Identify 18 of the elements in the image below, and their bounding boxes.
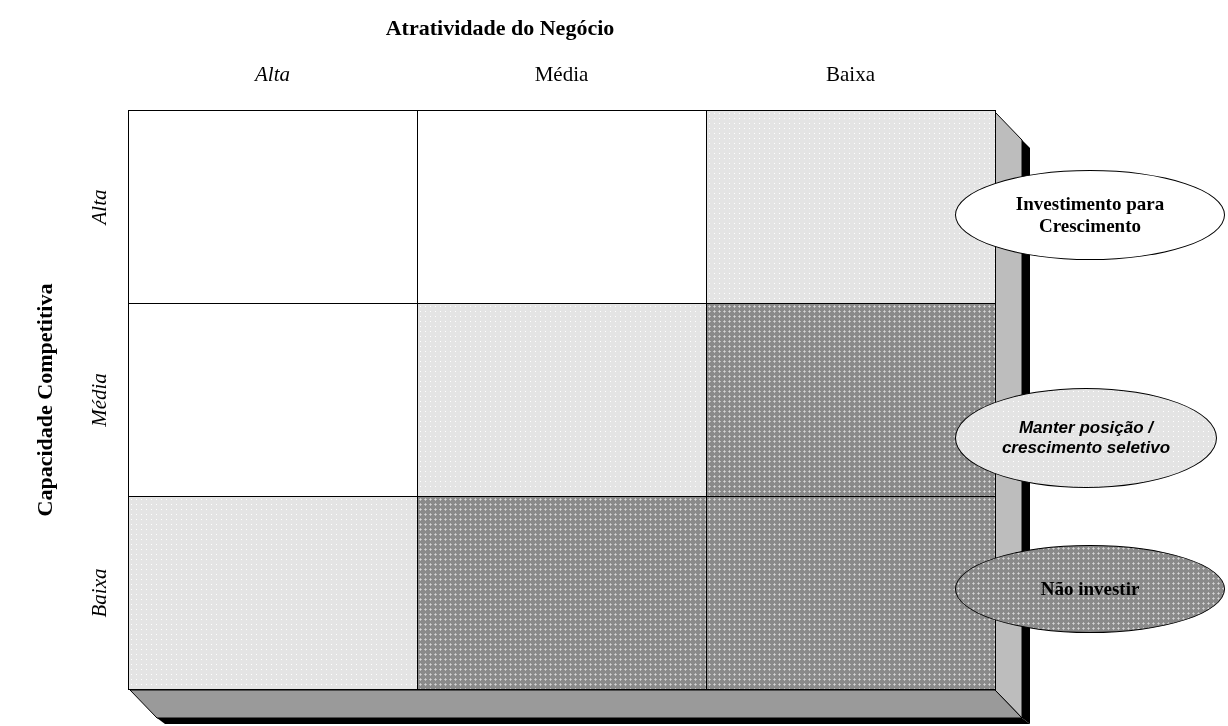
legend-label: Investimento para Crescimento [1014, 193, 1166, 237]
legend-label: Não investir [1040, 578, 1140, 600]
matrix-cell [128, 496, 418, 690]
row-header: Alta [87, 188, 112, 228]
matrix-cell [128, 110, 418, 304]
row-header: Baixa [87, 567, 112, 619]
matrix-cell [417, 496, 707, 690]
legend-label: Manter posição / crescimento seletivo [1000, 418, 1172, 458]
row-header: Média [87, 371, 112, 429]
matrix-cell [706, 110, 996, 304]
axis-title: Capacidade Competitiva [32, 282, 58, 519]
column-header: Alta [253, 62, 291, 87]
column-header: Baixa [825, 62, 876, 87]
column-header: Média [533, 62, 590, 87]
axis-title: Atratividade do Negócio [384, 15, 616, 41]
matrix-cell [706, 303, 996, 497]
matrix-cell [417, 303, 707, 497]
matrix-cell [706, 496, 996, 690]
